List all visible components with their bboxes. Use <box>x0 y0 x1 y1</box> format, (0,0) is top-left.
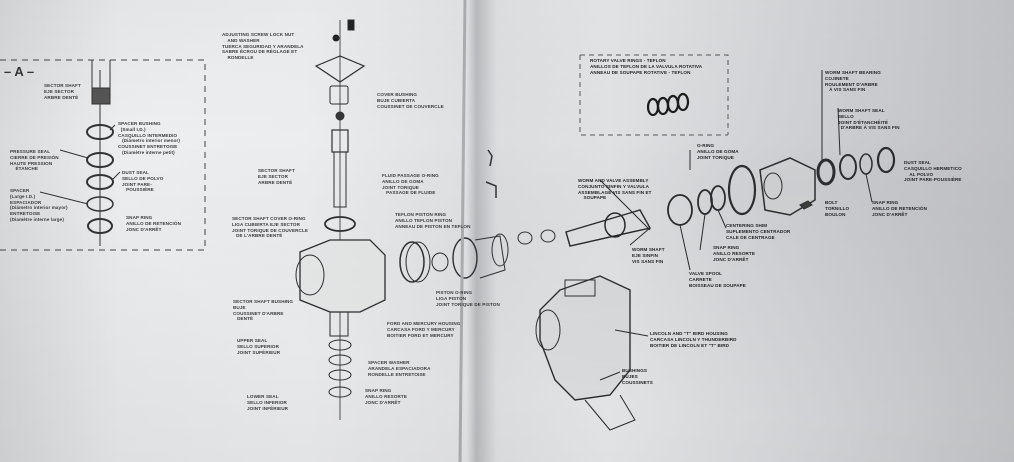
inset-dashed-border <box>0 59 206 251</box>
label-worm-valve-assembly: WORM AND VALVE ASSEMBLY CONJUNTO SINFIN … <box>578 178 652 201</box>
label-fluid-passage-oring: FLUID PASSAGE O-RING ANILLO DE GOMA JOIN… <box>382 173 439 196</box>
label-dust-seal: DUST SEAL CASQUILLO HERMETICO AL POLVO J… <box>904 160 962 183</box>
label-ford-housing: FORD AND MERCURY HOUSING CARCASA FORD Y … <box>387 321 461 338</box>
label-snap-ring-end: SNAP RING ANILLO DE RETENCIÓN JONC D'ARR… <box>872 200 927 217</box>
label-centering-shim: CENTERING SHIM SUPLEMENTO CENTRADOR CALE… <box>726 223 791 240</box>
label-inset-dust-seal: DUST SEAL SELLO DE POLVO JOINT PARE- POU… <box>122 170 164 193</box>
label-inset-pressure-seal: PRESSURE SEAL CIERRE DE PRESIÓN HAUTE PR… <box>10 149 59 172</box>
label-rotary-valve-rings: ROTARY VALVE RINGS - TEFLON ANILLOS DE T… <box>590 58 703 75</box>
label-worm-shaft-seal: WORM SHAFT SEAL SELLO JOINT D'ÉTANCHÉITÉ… <box>838 108 900 131</box>
label-adjusting-screw: ADJUSTING SCREW LOCK NUT AND WASHER TUER… <box>222 32 304 61</box>
label-worm-shaft-bearing: WORM SHAFT BEARING COJINETE ROULEMENT D'… <box>825 70 881 93</box>
label-lower-seal: LOWER SEAL SELLO INFERIOR JOINT INFÉRIEU… <box>247 394 289 411</box>
label-sector-shaft: SECTOR SHAFT EJE SECTOR ARBRE DENTÉ <box>258 168 295 185</box>
label-sector-shaft-bushing: SECTOR SHAFT BUSHING BUJE COUSSINET D'AR… <box>233 299 294 322</box>
label-snap-ring-valve: SNAP RING ANILLO RESORTE JONC D'ARRÊT <box>713 245 755 262</box>
label-valve-spool: VALVE SPOOL CARRETE BOISSEAU DE SOUPAPE <box>689 271 746 288</box>
label-bolt: BOLT TORNILLO BOULON <box>825 200 850 217</box>
label-teflon-piston-ring: TEFLON PISTON RING ANILLO TEFLON PISTON … <box>395 212 471 229</box>
lincoln-housing <box>535 275 649 431</box>
label-inset-spacer: SPACER (Large I.D.) ESPACIADOR (Diámetro… <box>10 188 68 222</box>
label-lincoln-housing: LINCOLN AND "T" BIRD HOUSING CARCASA LIN… <box>650 331 737 348</box>
worm-valve-assembly <box>565 70 896 271</box>
teflon-rings-icon <box>646 92 690 117</box>
rotary-valve-dashed-box <box>579 54 729 136</box>
label-bushings: BUSHINGS BUJES COUSSINETS <box>622 368 653 385</box>
label-oring: O-RING ANILLO DE GOMA JOINT TORIQUE <box>697 143 739 160</box>
label-worm-shaft: WORM SHAFT EJE SINFIN VIS SANS FIN <box>632 247 665 264</box>
label-inset-snap-ring: SNAP RING ANILLO DE RETENCIÓN JONC D'ARR… <box>126 215 181 232</box>
label-cover-bushing: COVER BUSHING BUJE CUBIERTA COUSSINET DE… <box>377 92 444 109</box>
label-piston-oring: PISTON O-RING LIGA PISTON JOINT TORIQUE … <box>436 290 500 307</box>
piston-parts <box>399 149 556 283</box>
label-inset-sector-shaft: SECTOR SHAFT EJE SECTOR ARBRE DENTÉ <box>44 83 81 100</box>
label-spacer-washer: SPACER WASHER ARANDELA ESPACIADORA RONDE… <box>368 360 431 377</box>
inset-parts <box>39 60 121 246</box>
section-marker-a: – A – <box>4 64 35 79</box>
label-upper-seal: UPPER SEAL SELLO SUPERIOR JOINT SUPÉRIEU… <box>237 338 281 355</box>
label-snap-ring-lower: SNAP RING ANILLO RESORTE JONC D'ARRÊT <box>365 388 407 405</box>
sector-shaft-assembly <box>295 19 386 420</box>
center-fold-line <box>458 0 467 462</box>
label-sector-shaft-cover-oring: SECTOR SHAFT COVER O-RING LIGA CUBIERTA … <box>232 216 309 239</box>
label-inset-spacer-bushing: SPACER BUSHING (Small I.D.) CASQUILLO IN… <box>118 121 181 155</box>
